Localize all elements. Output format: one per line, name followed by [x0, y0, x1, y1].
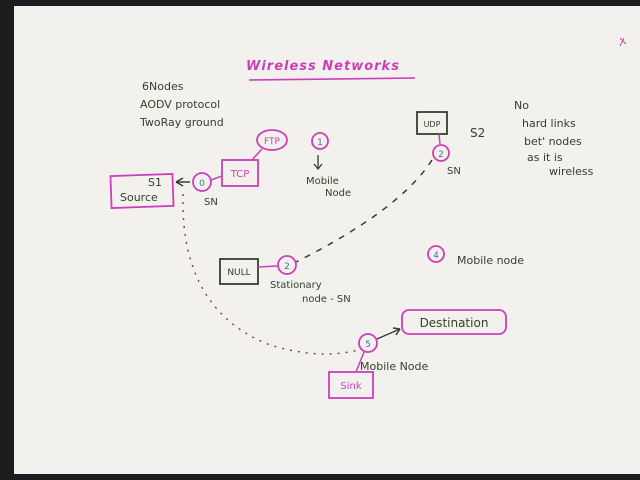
link-node2-to-node2: [295, 159, 433, 263]
sink-label: Sink: [340, 381, 361, 392]
note-left-3: TwoRay ground: [139, 116, 224, 129]
node-0: 0 SN: [192, 172, 218, 208]
source-label: Source: [120, 191, 158, 204]
note-right-4: as it is: [527, 151, 563, 164]
sink-box: Sink: [328, 371, 374, 399]
node-2-top-label: SN: [447, 166, 461, 177]
ftp-label: FTP: [264, 137, 281, 147]
node-0-id: 0: [199, 179, 205, 189]
source-s1-label: S1: [148, 176, 162, 189]
node-2-mid-label-line2: node - SN: [302, 294, 351, 305]
null-agent-box: NULL: [219, 258, 259, 285]
node-5-id: 5: [365, 340, 371, 350]
node-2-top-s-label: S2: [470, 126, 485, 140]
node-5: 5 Mobile Node: [358, 333, 429, 373]
node-4-id: 4: [433, 251, 439, 261]
note-right-1: No: [514, 99, 529, 112]
title-underline: [248, 77, 416, 81]
node-1-id: 1: [317, 138, 323, 148]
destination-label: Destination: [420, 316, 489, 330]
node-2-top: 2 SN S2: [432, 126, 485, 177]
note-left-2: AODV protocol: [140, 98, 220, 111]
note-right-2: hard links: [522, 117, 576, 130]
note-left-1: 6Nodes: [142, 80, 184, 93]
link-node0-to-node5: [182, 193, 359, 355]
node-1-label-line2: Node: [325, 188, 351, 199]
page-corner-mark: [619, 37, 627, 47]
node-1-label-line1: Mobile: [306, 176, 339, 187]
udp-label: UDP: [424, 120, 441, 129]
node-2-mid-id: 2: [284, 262, 290, 272]
node-1: 1 Mobile Node: [306, 132, 351, 199]
node-5-label: Mobile Node: [360, 360, 429, 373]
ftp-application: FTP: [256, 129, 288, 151]
udp-agent-box: UDP: [416, 111, 448, 135]
source-box: S1 Source: [109, 172, 175, 210]
notes-right: No hard links bet' nodes as it is wirele…: [514, 99, 594, 178]
node-0-label: SN: [204, 197, 218, 208]
note-right-5: wireless: [549, 165, 594, 178]
note-right-3: bet' nodes: [524, 135, 582, 148]
node-4: 4 Mobile node: [427, 245, 524, 267]
tcp-label: TCP: [230, 169, 250, 180]
paper-sheet: [14, 6, 640, 474]
null-label: NULL: [227, 268, 250, 278]
notes-left: 6Nodes AODV protocol TwoRay ground: [139, 80, 224, 129]
node-2-top-id: 2: [438, 150, 444, 160]
arrow-node5-to-destination: [376, 328, 401, 340]
destination-box: Destination: [401, 309, 507, 335]
node-2-mid: 2 Stationary node - SN: [270, 255, 351, 305]
page-title: Wireless Networks: [246, 59, 400, 74]
node-4-label: Mobile node: [457, 254, 524, 267]
node-2-mid-label-line1: Stationary: [270, 280, 322, 291]
tcp-agent-box: TCP: [221, 159, 259, 187]
